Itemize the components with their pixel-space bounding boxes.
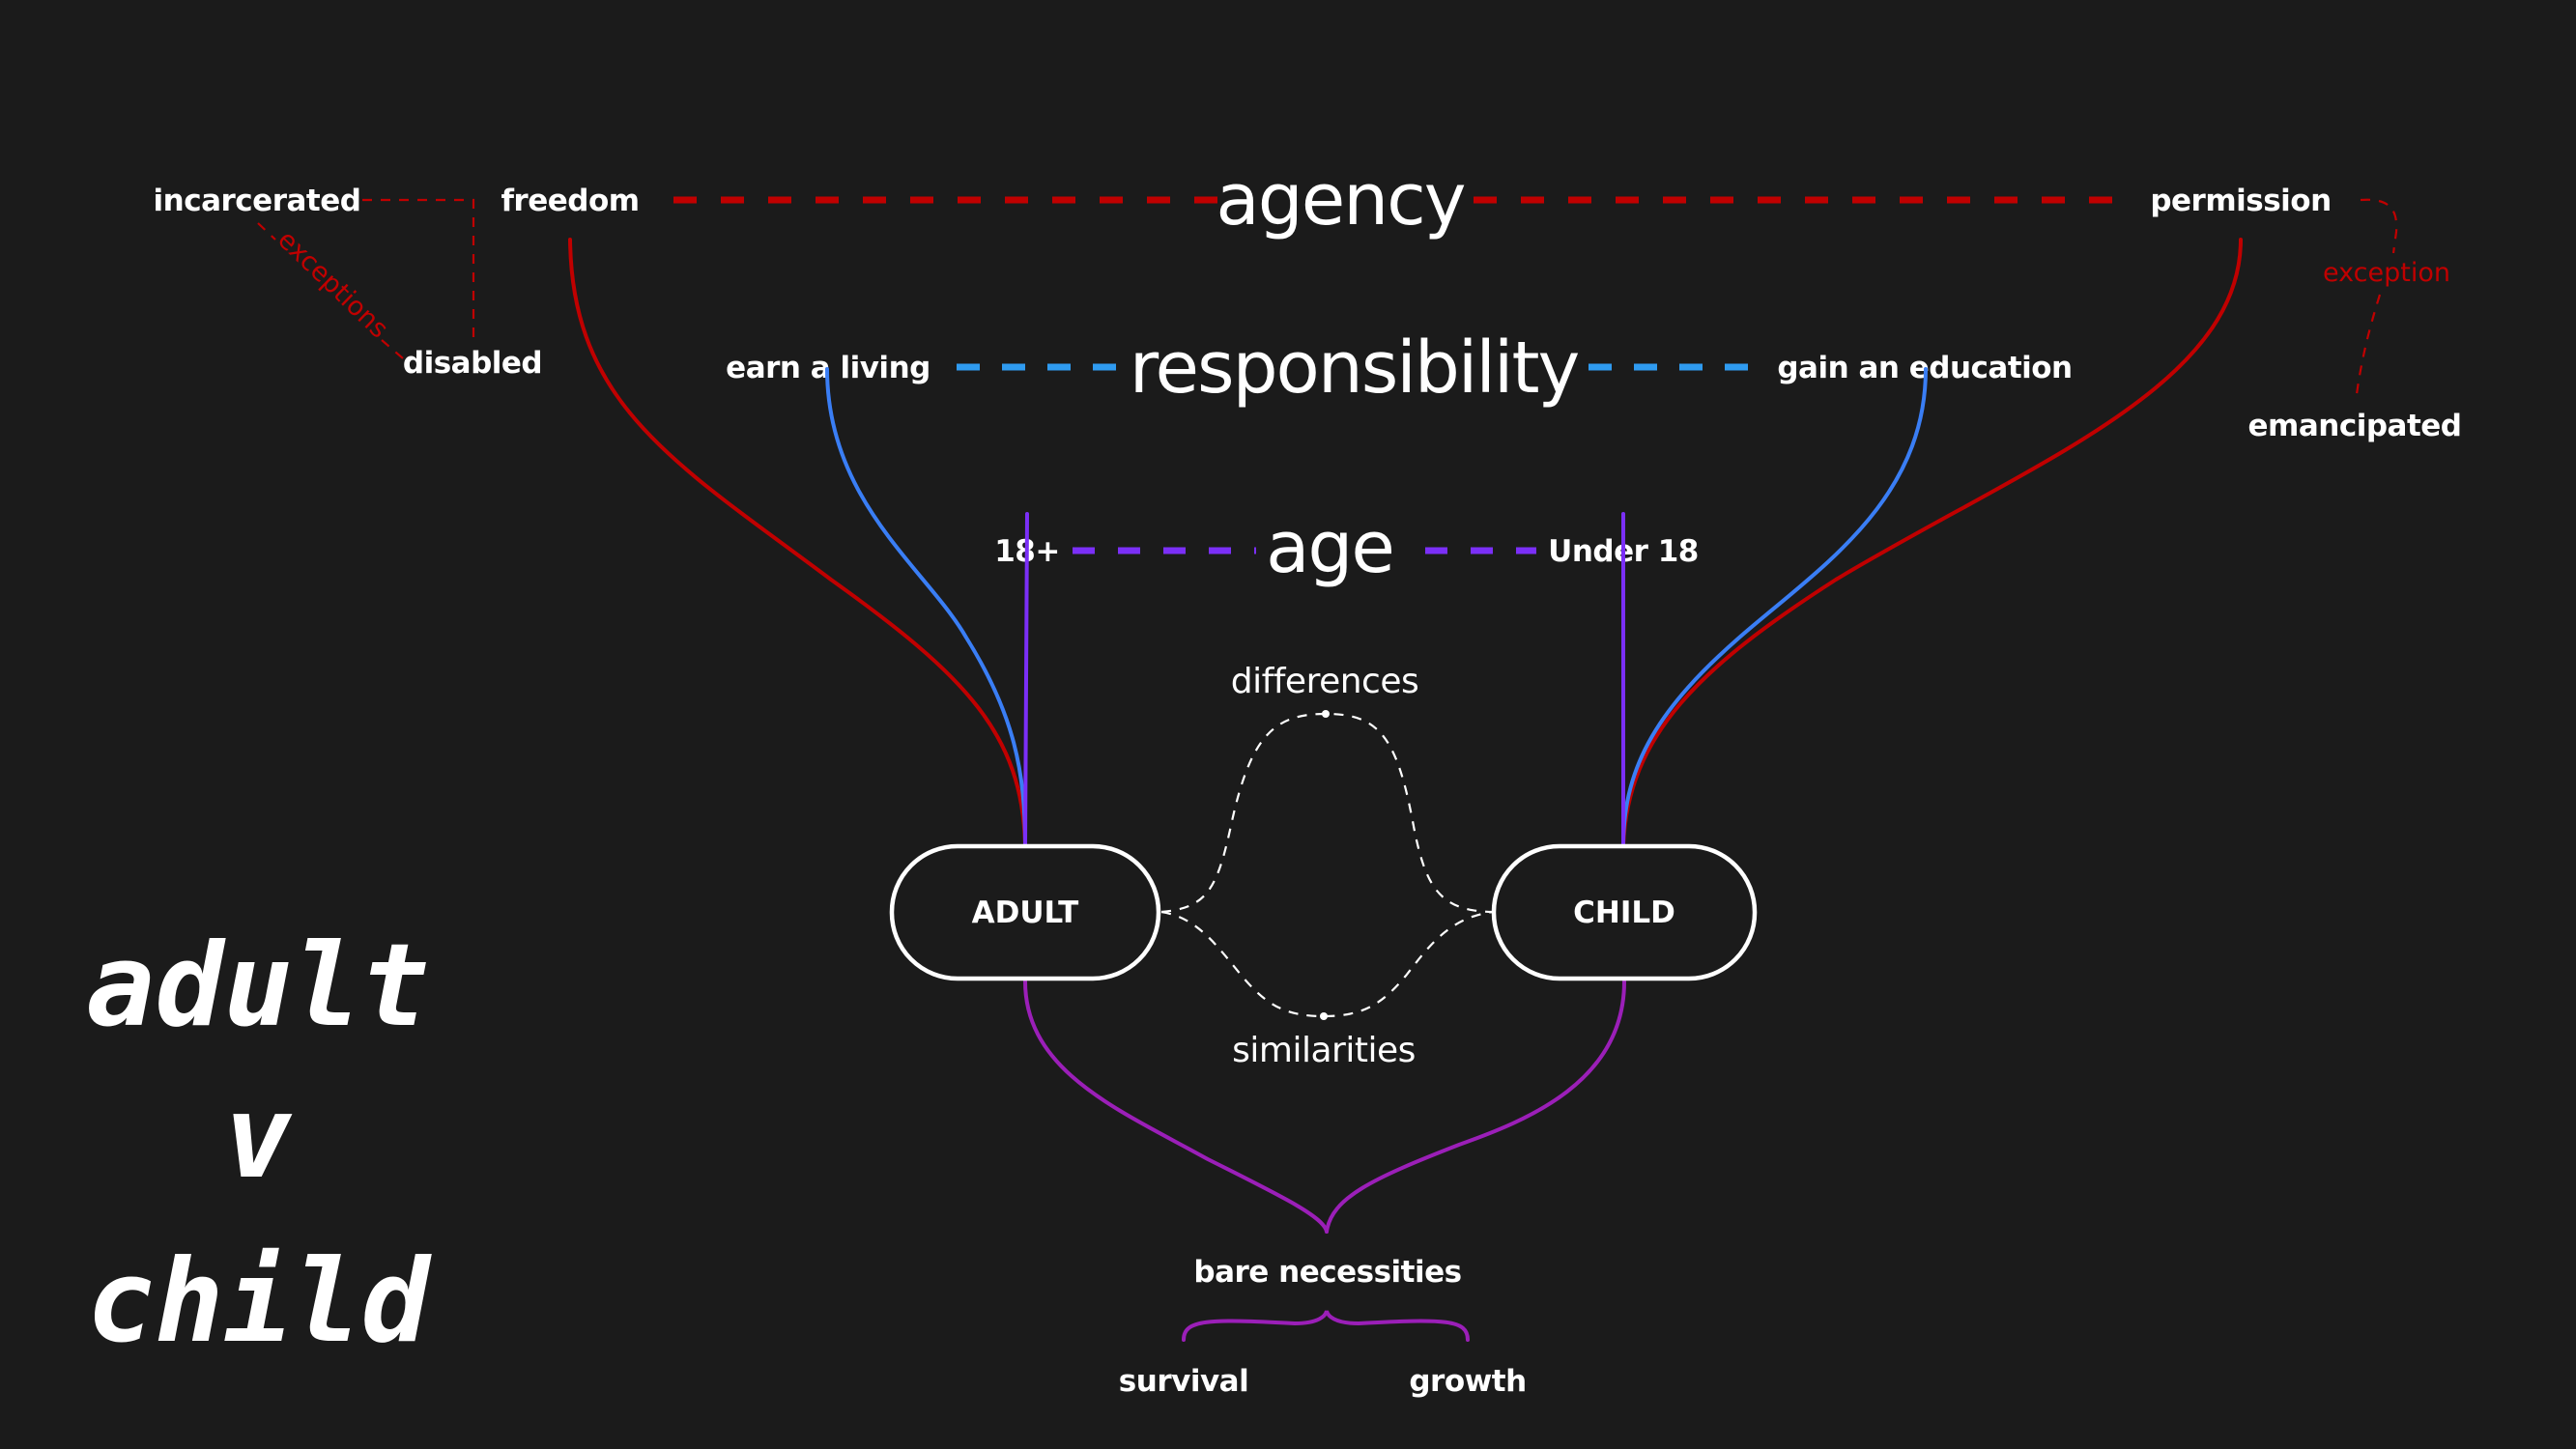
exception-connector-lower <box>2354 294 2382 403</box>
child-node-shape[interactable] <box>1491 843 1758 981</box>
adult-node-shape[interactable] <box>889 843 1161 981</box>
incarcerated-label[interactable]: incarcerated <box>154 184 361 218</box>
left-exceptions: exceptions incarcerated disabled <box>154 184 543 381</box>
permission-to-child-curve <box>1621 238 2243 847</box>
permission-emancipated-connector <box>2360 198 2398 254</box>
freedom-label[interactable]: freedom <box>501 184 640 218</box>
permission-label[interactable]: permission <box>2150 184 2332 218</box>
exceptions-note: exceptions <box>272 225 394 345</box>
title-line-child: child <box>86 1235 432 1368</box>
freedom-to-adult-curve <box>568 238 1027 847</box>
disabled-label[interactable]: disabled <box>403 346 543 381</box>
differences-path <box>1160 712 1494 914</box>
emancipated-label[interactable]: emancipated <box>2248 409 2462 443</box>
child-to-necessities-curve <box>1325 980 1626 1234</box>
growth-label[interactable]: growth <box>1409 1364 1527 1399</box>
similarities-dot <box>1320 1012 1328 1020</box>
education-to-child-curve <box>1621 367 1928 847</box>
responsibility-row: responsibility earn a living gain an edu… <box>726 327 2073 410</box>
similarities-path <box>1160 910 1494 1018</box>
necessities-brace <box>1023 980 1626 1342</box>
survival-label[interactable]: survival <box>1119 1364 1249 1399</box>
exception-note: exception <box>2323 258 2450 288</box>
similarities-label[interactable]: similarities <box>1232 1031 1416 1070</box>
age-title: age <box>1266 506 1393 589</box>
adult-node-label: ADULT <box>972 895 1079 930</box>
incarcerated-disabled-connector <box>362 198 475 340</box>
child-node[interactable]: CHILD <box>1491 843 1758 981</box>
differences-dot <box>1322 710 1330 718</box>
adult-node[interactable]: ADULT <box>889 843 1161 981</box>
bare-necessities-label[interactable]: bare necessities <box>1193 1255 1462 1290</box>
child-node-label: CHILD <box>1573 895 1675 930</box>
relations: differences similarities <box>1160 662 1494 1070</box>
18-plus-to-adult-line <box>1023 512 1029 847</box>
title-line-adult: adult <box>86 919 429 1052</box>
exceptions-dash-b <box>381 339 404 359</box>
exceptions-dash-a <box>257 222 276 241</box>
right-exception: exception emancipated <box>2248 198 2462 443</box>
adult-to-necessities-curve <box>1023 980 1329 1234</box>
survival-growth-brace <box>1182 1310 1470 1342</box>
age-row: age 18+ Under 18 <box>994 506 1699 589</box>
earn-living-to-adult-curve <box>825 367 1027 847</box>
agency-row: agency freedom permission <box>501 158 2332 242</box>
agency-title: agency <box>1216 158 1464 242</box>
title-line-v: v <box>223 1070 292 1204</box>
page-title: adult v child <box>86 919 432 1368</box>
differences-label[interactable]: differences <box>1231 662 1419 701</box>
adult-connectors <box>568 238 1029 847</box>
child-connectors <box>1621 238 2243 847</box>
responsibility-title: responsibility <box>1130 327 1579 410</box>
